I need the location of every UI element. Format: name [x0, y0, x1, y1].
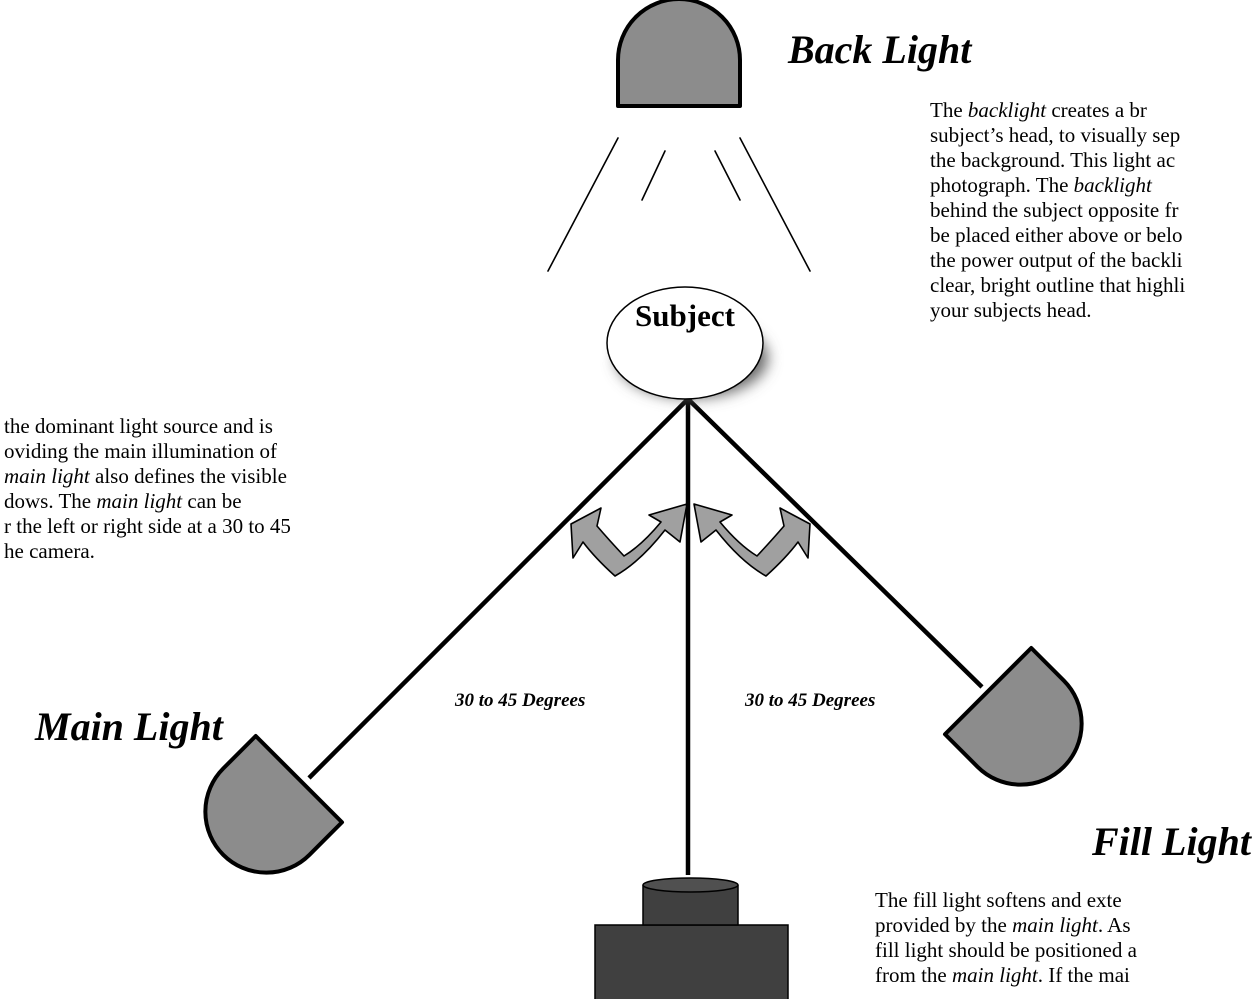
description-line: be placed either above or belo [930, 223, 1183, 247]
description-line: behind the subject opposite fr [930, 198, 1179, 222]
description-line: photograph. The backlight [930, 173, 1152, 197]
back-light-fixture [616, 0, 742, 108]
description-line: dows. The main light can be [4, 489, 242, 513]
main-light-title: Main Light [35, 704, 223, 749]
camera-body [594, 924, 789, 999]
description-line: the power output of the backli [930, 248, 1183, 272]
description-line: he camera. [4, 539, 95, 563]
camera-lens-top [642, 877, 739, 893]
description-line: clear, bright outline that highli [930, 273, 1186, 297]
description-line: The backlight creates a br [930, 98, 1147, 122]
fill-light-title: Fill Light [1092, 819, 1251, 864]
main-light-description: the dominant light source and is oviding… [4, 414, 408, 564]
back-light-description: The backlight creates a br subject’s hea… [930, 98, 1259, 323]
main-light-fixture [203, 733, 345, 875]
camera-lens [642, 885, 739, 926]
description-line: provided by the main light. As [875, 913, 1131, 937]
description-line: main light also defines the visible [4, 464, 287, 488]
fill-light-beam [686, 397, 984, 689]
beam-lines [307, 397, 984, 875]
fill-light-fixture [942, 645, 1084, 787]
back-light-rays [547, 137, 811, 272]
subject-ellipse [606, 286, 764, 400]
main-light-beam [307, 397, 690, 780]
camera [594, 877, 789, 999]
subject-label: Subject [635, 298, 735, 333]
angle-arrow-right [693, 503, 811, 577]
description-line: your subjects head. [930, 298, 1092, 322]
back-light-title: Back Light [788, 27, 972, 72]
angle-label-right: 30 to 45 Degrees [745, 690, 876, 711]
description-line: The fill light softens and exte [875, 888, 1122, 912]
angle-label-left: 30 to 45 Degrees [455, 690, 586, 711]
description-line: from the main light. If the mai [875, 963, 1130, 987]
description-line: the background. This light ac [930, 148, 1176, 172]
description-line: oviding the main illumination of [4, 439, 277, 463]
angle-arrow-left [570, 503, 688, 577]
description-line: fill light should be positioned a [875, 938, 1137, 962]
description-line: the dominant light source and is [4, 414, 273, 438]
fill-light-description: The fill light softens and exte provided… [875, 888, 1259, 988]
description-line: subject’s head, to visually sep [930, 123, 1181, 147]
description-line: r the left or right side at a 30 to 45 [4, 514, 291, 538]
